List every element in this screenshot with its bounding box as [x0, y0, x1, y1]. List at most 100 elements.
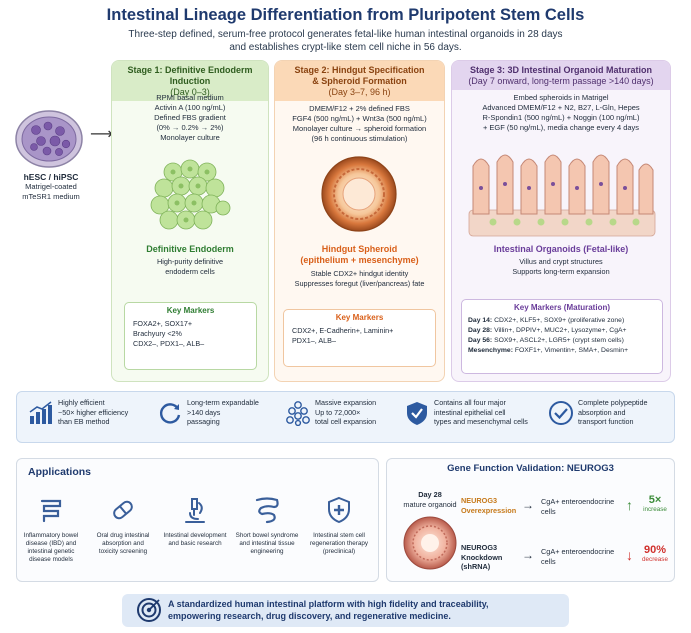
condition-line: NEUROG3	[461, 543, 498, 552]
marker-line: Brachyury <2%	[133, 329, 182, 338]
change-label: increase	[643, 506, 667, 513]
stage3-result-desc: Villus and crypt structures Supports lon…	[451, 257, 671, 276]
protocol-line: R-Spondin1 (500 ng/mL) + Noggin (100 ng/…	[482, 113, 640, 122]
arrow-right-icon: ⟶	[90, 126, 113, 143]
organoid-line: mature organoid	[403, 499, 457, 509]
applications-title: Applications	[28, 466, 92, 478]
application-item: Intestinal development and basic researc…	[162, 495, 228, 548]
marker-line: Mesenchyme: FOXF1+, Vimentin+, SMA+, Des…	[468, 346, 662, 356]
marker-line: Day 14: CDX2+, KLF5+, SOX9+ (proliferati…	[468, 316, 662, 326]
stage3-days: (Day 7 onward, long-term passage >140 da…	[468, 76, 654, 86]
footer-banner	[122, 594, 569, 627]
application-line: Intestinal development	[163, 532, 227, 539]
stage1-result-desc: High-purity definitive endoderm cells	[111, 257, 269, 276]
endoderm-cells-icon	[150, 159, 231, 230]
gene-change: 5× increase	[639, 494, 671, 513]
arrow-up-icon: ↑	[626, 497, 633, 513]
gene-condition: NEUROG3 Overexpression	[461, 496, 516, 515]
application-item: Inflammatory bowel disease (IBD) and int…	[18, 495, 84, 564]
feature-line: >140 days	[187, 407, 221, 417]
start-line: Matrigel-coated	[25, 182, 77, 191]
stage2-title: Stage 2: Hindgut Specification	[294, 65, 425, 75]
organoid-label: Day 28 mature organoid	[395, 490, 465, 509]
result-line: Stable CDX2+ hindgut identity	[310, 269, 409, 278]
medical-shield-icon	[328, 496, 350, 524]
application-line: Short bowel syndrome	[235, 532, 299, 539]
protocol-line: Monolayer culture	[160, 133, 220, 142]
application-line: toxicity screening	[98, 548, 148, 555]
feature-line: total cell expansion	[315, 417, 377, 426]
gene-result: CgA+ enteroendocrine cells	[541, 547, 614, 566]
stage2-markers: Key Markers CDX2+, E-Cadherin+, Laminin+…	[283, 309, 436, 367]
application-line: Intestinal stem cell	[313, 532, 365, 539]
protocol-line: Defined FBS gradient	[154, 113, 226, 122]
application-line: engineering	[250, 548, 284, 555]
hindgut-spheroid-icon	[321, 156, 397, 232]
marker-line: Day 56: SOX9+, ASCL2+, LGR5+ (crypt stem…	[468, 336, 662, 346]
marker-day: Day 14:	[468, 317, 493, 324]
stage1-title: Stage 1: Definitive Endoderm Induction	[127, 65, 253, 86]
feature-line: Long-term expandable	[187, 398, 259, 407]
application-line: Oral drug intestinal	[96, 532, 150, 539]
marker-day: Day 28:	[468, 327, 493, 334]
stage1-header: Stage 1: Definitive Endoderm Induction (…	[112, 61, 268, 101]
marker-text: Villin+, DPPIV+, MUC2+, Lysozyme+, CgA+	[494, 327, 627, 334]
gene-condition: NEUROG3 Knockdown (shRNA)	[461, 543, 502, 572]
result-line: Villus and crypt structures	[519, 257, 603, 266]
condition-line: Knockdown	[461, 552, 503, 562]
result-title-line: Hindgut Spheroid	[321, 244, 398, 254]
feature-line: than EB method	[58, 417, 110, 426]
result-line: Supports long-term expansion	[512, 266, 610, 276]
feature-line: Highly efficient	[58, 398, 105, 407]
protocol-line: (0% → 0.2% → 2%)	[156, 123, 224, 132]
result-line: CgA+ enteroendocrine	[541, 497, 615, 506]
feature-line: types and mesenchymal cells	[434, 417, 528, 426]
stage2-days: (Day 3–7, 96 h)	[328, 87, 391, 97]
marker-line: CDX2+, E-Cadherin+, Laminin+	[292, 326, 394, 335]
result-line: cells	[541, 506, 556, 516]
application-line: disease models	[29, 556, 73, 563]
marker-day: Mesenchyme:	[468, 347, 513, 354]
footer-line: empowering research, drug discovery, and…	[168, 610, 451, 621]
protocol-line: Monolayer culture → spheroid formation	[292, 124, 427, 133]
application-line: regeneration therapy	[309, 540, 369, 547]
footer-line: A standardized human intestinal platform…	[168, 599, 489, 609]
application-item: Oral drug intestinal absorption and toxi…	[90, 495, 156, 556]
marker-text: SOX9+, ASCL2+, LGR5+ (crypt stem cells)	[494, 337, 624, 344]
stage2-result-desc: Stable CDX2+ hindgut identity Suppresses…	[274, 269, 445, 288]
marker-text: FOXF1+, Vimentin+, SMA+, Desmin+	[514, 347, 629, 354]
markers-title: Key Markers	[335, 313, 384, 322]
change-value: 90%	[643, 544, 667, 556]
gene-change: 90% decrease	[636, 544, 674, 563]
intestinal-organoid-villi-icon	[468, 154, 656, 237]
protocol-line: Advanced DMEM/F12 + N2, B27, L-Gln, Hepe…	[482, 103, 640, 112]
application-line: (preclinical)	[322, 548, 356, 555]
result-line: cells	[541, 556, 556, 566]
application-line: intestinal genetic	[27, 548, 75, 555]
markers-title: Key Markers	[166, 306, 215, 315]
stage1-result-title: Definitive Endoderm	[146, 244, 234, 254]
result-line: Suppresses foregut (liver/pancreas) fate	[294, 278, 425, 288]
organoid-icon	[403, 516, 457, 570]
stage2-result-title: Hindgut Spheroid (epithelium + mesenchym…	[274, 244, 445, 266]
page-title: Intestinal Lineage Differentiation from …	[106, 6, 585, 24]
marker-line: PDX1–, ALB–	[292, 336, 336, 345]
markers-title: Key Markers (Maturation)	[513, 303, 611, 312]
feature-line: Up to 72,000×	[315, 407, 361, 417]
application-line: absorption and	[102, 540, 144, 547]
application-line: Inflammatory bowel	[23, 532, 79, 539]
condition-line: (shRNA)	[461, 562, 491, 571]
protocol-line: Activin A (100 ng/mL)	[154, 103, 226, 112]
result-line: High-purity definitive	[156, 257, 224, 266]
organoid-line: Day 28	[418, 490, 442, 499]
stage1-days: (Day 0–3)	[170, 87, 210, 97]
protocol-line: FGF4 (500 ng/mL) + Wnt3a (500 ng/mL)	[292, 114, 427, 123]
application-line: and intestinal tissue	[239, 540, 295, 547]
application-item: Intestinal stem cell regeneration therap…	[306, 495, 372, 556]
stage3-protocol: Embed spheroids in Matrigel Advanced DME…	[451, 93, 671, 133]
stage3-header: Stage 3: 3D Intestinal Organoid Maturati…	[452, 61, 670, 90]
stage2-title: & Spheroid Formation	[312, 76, 407, 86]
checkmark-circle-icon	[549, 401, 573, 425]
stage2-protocol: DMEM/F12 + 2% defined FBS FGF4 (500 ng/m…	[274, 104, 445, 144]
subtitle-line: and establishes crypt-like stem cell nic…	[229, 42, 462, 53]
